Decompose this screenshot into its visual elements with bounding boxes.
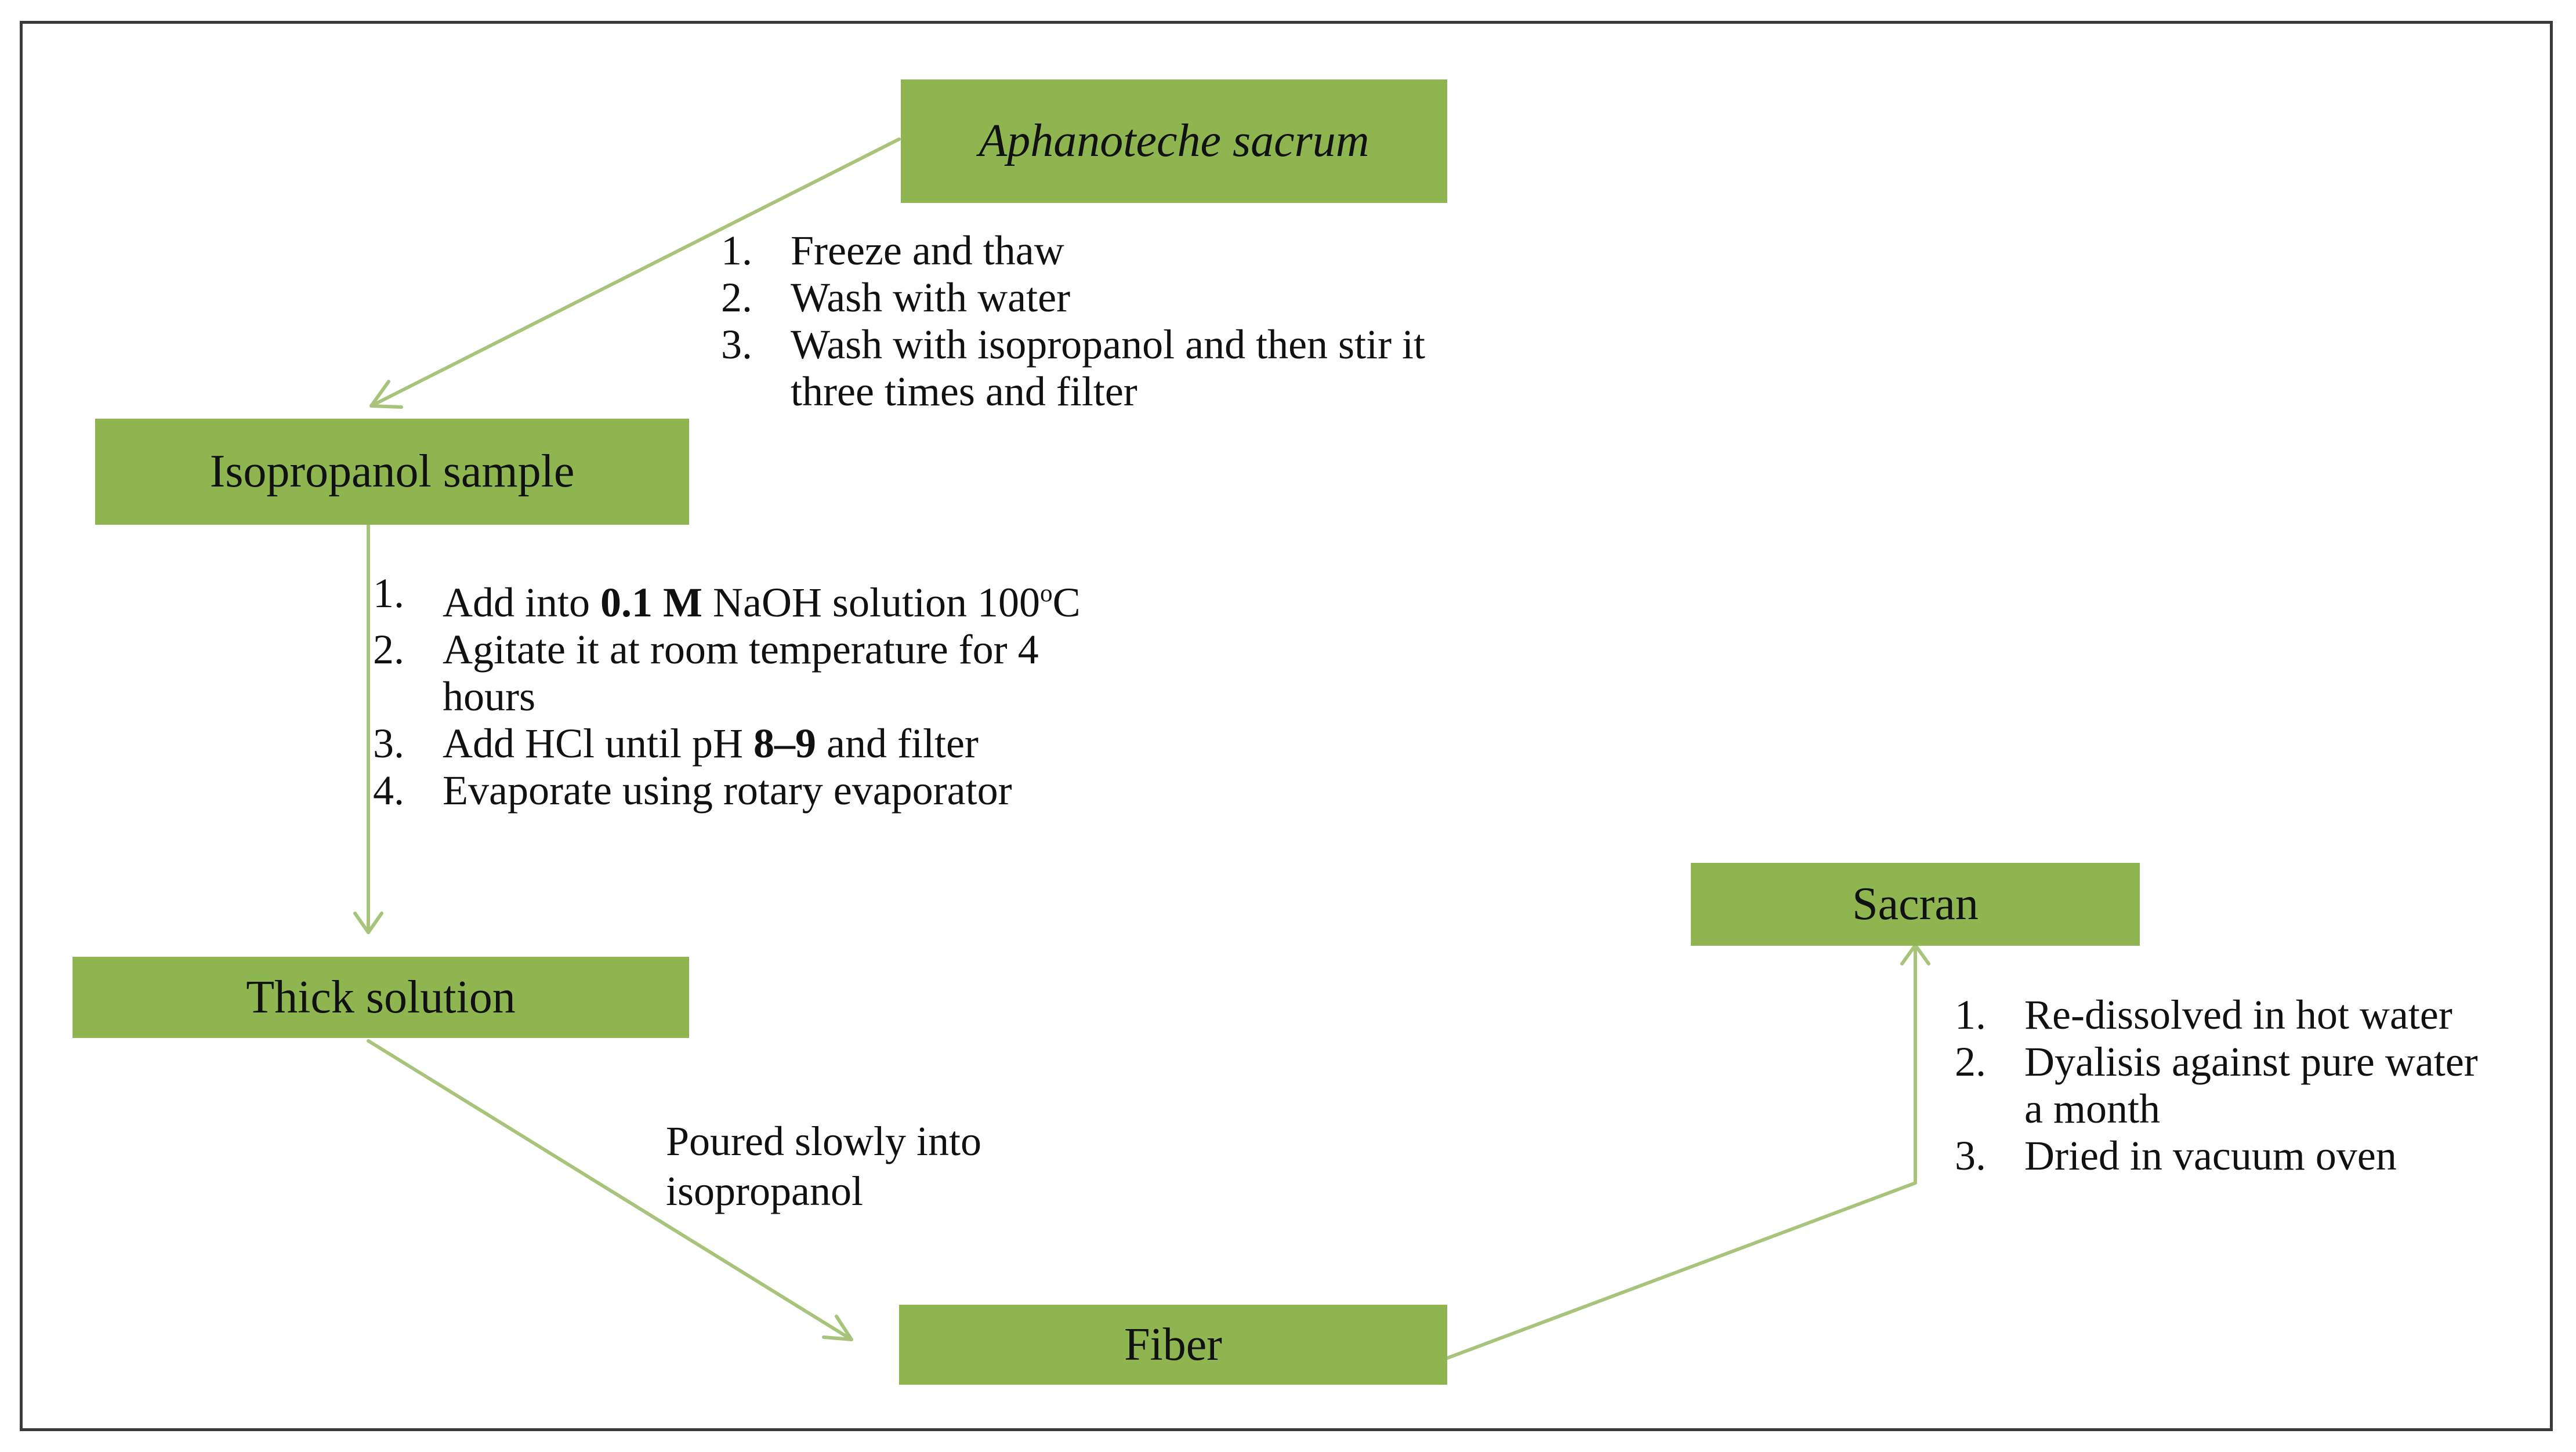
arrowhead-fiber — [822, 1315, 853, 1341]
step-text: Wash with isopropanol and then stir it — [791, 321, 1426, 368]
step-item: 1. Re-dissolved in hot water — [1955, 992, 2535, 1039]
step-item: 1. Add into 0.1 M NaOH solution 100oC — [373, 570, 1243, 626]
step-text: Re-dissolved in hot water — [2024, 992, 2452, 1038]
arrow-thick-to-fiber — [367, 1039, 853, 1341]
step-text: Wash with water — [791, 274, 1071, 321]
step-text-continued: hours — [443, 673, 535, 720]
arrow-fiber-to-sacran — [1445, 943, 1917, 1360]
step-text-continued: a month — [2024, 1086, 2160, 1132]
step-ph-range: 8–9 — [753, 720, 817, 767]
step-number: 3. — [1955, 1132, 1986, 1179]
step-number: 1. — [1955, 992, 1986, 1038]
diagram-frame — [20, 21, 2553, 1431]
step-number: 1. — [721, 227, 752, 274]
step-concentration: 0.1 M — [600, 579, 702, 626]
step-text: Add HCl until pH — [443, 720, 754, 767]
step-number: 3. — [373, 720, 404, 767]
arrowhead-isopropanol — [369, 380, 403, 409]
step-item: 3. Wash with isopropanol and then stir it… — [721, 321, 1533, 415]
step-text: Evaporate using rotary evaporator — [443, 767, 1012, 814]
step-text: Dried in vacuum oven — [2024, 1132, 2397, 1179]
step-text: Freeze and thaw — [791, 227, 1064, 274]
note-line: isopropanol — [666, 1168, 863, 1214]
step-item: 4. Evaporate using rotary evaporator — [373, 767, 1243, 814]
step-number: 3. — [721, 321, 752, 368]
node-isopropanol-sample: Isopropanol sample — [95, 419, 689, 525]
node-thick-solution: Thick solution — [73, 957, 689, 1038]
step-item: 1. Freeze and thaw — [721, 227, 1533, 274]
step-list-purification: 1. Re-dissolved in hot water 2. Dyalisis a… — [1955, 992, 2535, 1179]
step-text: C — [1052, 579, 1081, 626]
arrow-aphanoteche-to-isopropanol — [369, 137, 901, 408]
note-line: Poured slowly into — [666, 1118, 982, 1164]
step-text: Add into — [443, 579, 601, 626]
step-text: Dyalisis against pure water — [2024, 1039, 2478, 1085]
arrowhead-sacran — [1900, 943, 1930, 965]
step-text-continued: three times and filter — [791, 368, 1137, 415]
arrowhead-thick — [353, 912, 383, 934]
node-aphanoteche-sacrum: Aphanoteche sacrum — [901, 79, 1447, 203]
step-number: 2. — [721, 274, 752, 321]
step-text: Agitate it at room temperature for 4 — [443, 626, 1039, 673]
node-sacran: Sacran — [1691, 863, 2140, 946]
step-number: 1. — [373, 570, 404, 616]
step-list-washing: 1. Freeze and thaw 2. Wash with water 3. Wa… — [721, 227, 1533, 415]
step-text: NaOH solution 100 — [702, 579, 1040, 626]
step-number: 4. — [373, 767, 404, 814]
note-pour-into-isopropanol: Poured slowly into isopropanol — [666, 1116, 1188, 1216]
node-fiber: Fiber — [899, 1305, 1447, 1385]
step-list-alkaline-extraction: 1. Add into 0.1 M NaOH solution 100oC 2. A… — [373, 570, 1243, 814]
step-number: 2. — [373, 626, 404, 673]
step-text: and filter — [816, 720, 979, 767]
step-item: 2. Wash with water — [721, 274, 1533, 321]
step-number: 2. — [1955, 1039, 1986, 1085]
step-item: 3. Dried in vacuum oven — [1955, 1132, 2535, 1179]
step-item: 3. Add HCl until pH 8–9 and filter — [373, 720, 1243, 767]
degree-sup: o — [1039, 580, 1053, 607]
